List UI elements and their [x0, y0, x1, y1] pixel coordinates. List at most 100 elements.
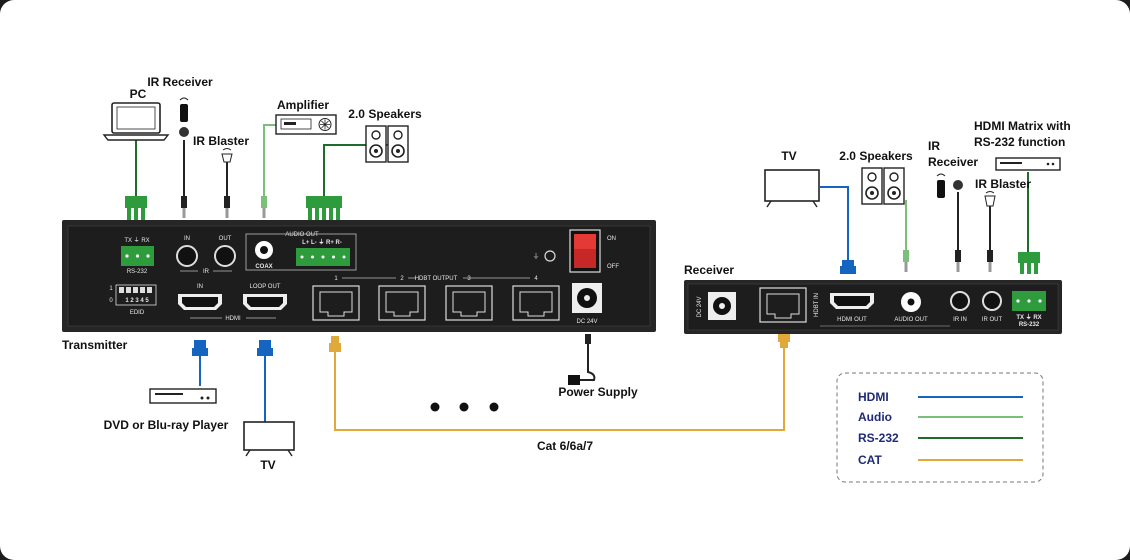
tx-port-1-label: 1 [334, 276, 338, 282]
tx-hdmi-group-label: HDMI [225, 316, 241, 322]
tx-loop-out-label: LOOP OUT [250, 284, 281, 290]
cables [135, 124, 1029, 431]
tx-rs232-label: RS-232 [127, 269, 148, 275]
ir-receiver-label-tx: IR Receiver [147, 75, 213, 89]
legend-item-cat: CAT [858, 453, 1023, 467]
receiver-label: Receiver [684, 263, 734, 277]
rx-ir-out-label: IR OUT [982, 317, 1003, 323]
cat-plug-tx [329, 336, 341, 352]
legend-item-audio: Audio [858, 410, 1023, 424]
legend-label: CAT [858, 453, 882, 467]
receiver-panel: DC 24V HDBT IN HDMI OUT AUDIO OUT IR IN … [684, 280, 1062, 334]
tx-hdbt-port-2[interactable] [378, 285, 426, 321]
cat-plug-rx [778, 334, 790, 348]
tx-ir-in-port[interactable] [176, 245, 198, 267]
dvd-player-icon [149, 388, 217, 404]
tx-ir-group-label: IR [203, 269, 210, 275]
hdmi-plug-tv-tx [257, 340, 273, 356]
cable-type-label: Cat 6/6a/7 [537, 439, 593, 453]
tx-coax-label: COAX [255, 264, 272, 270]
rx-audio-out-label: AUDIO OUT [894, 317, 928, 323]
rx-rs232-pins-label: TX ⏚ RX [1016, 314, 1041, 321]
tx-ir-out-port[interactable] [214, 245, 236, 267]
ir-receiver-plug-tx [181, 196, 187, 218]
rx-hdbt-in-label: HDBT IN [814, 293, 820, 317]
legend-label: RS-232 [858, 431, 899, 445]
rx-ir-in-label: IR IN [953, 317, 967, 323]
speakers-label-tx: 2.0 Speakers [348, 107, 422, 121]
audio-plug-speakers-rx [903, 250, 909, 272]
legend-label: HDMI [858, 390, 889, 404]
ir-blaster-plug-tx [224, 196, 230, 218]
tx-dc-label: DC 24V [576, 319, 597, 325]
tx-audio-terminal[interactable] [296, 248, 350, 266]
tx-port-4-label: 4 [534, 276, 538, 282]
tv-icon-rx [764, 169, 820, 208]
tx-audio-pins-label: L+ L- ⏚ R+ R- [302, 239, 342, 246]
ir-receiver-icon-tx [179, 97, 189, 137]
tx-edid-switch[interactable] [115, 284, 157, 306]
rs232-plug-rx [1018, 252, 1040, 274]
tx-hdmi-in-label: IN [197, 284, 203, 290]
dvd-label: DVD or Blu-ray Player [104, 418, 229, 432]
tx-hdbt-port-4[interactable] [512, 285, 560, 321]
transmitter-panel: TX ⏚ RX RS-232 IN OUT IR AUDIO OUT COAX … [62, 220, 656, 332]
ir-plug-blaster-rx [987, 250, 993, 272]
amplifier-label: Amplifier [277, 98, 329, 112]
tv-icon-tx [243, 421, 295, 457]
hdmi-cable-tv-rx [820, 186, 849, 260]
legend-item-rs232: RS-232 [858, 431, 1023, 445]
tx-ir-out-label: OUT [219, 236, 232, 242]
ir-blaster-icon-tx [221, 148, 233, 163]
ir-receiver-label-rx-line1: IR [928, 139, 940, 153]
hdmi-plug-tv-rx [840, 260, 856, 274]
ir-receiver-label-rx-line2: Receiver [928, 155, 978, 169]
rx-ir-in-port[interactable] [950, 291, 970, 311]
pc-label: PC [130, 87, 147, 101]
tx-switch-off-label: OFF [607, 264, 619, 270]
rx-ir-out-port[interactable] [982, 291, 1002, 311]
tx-rs232-pins-label: TX ⏚ RX [124, 237, 149, 244]
audio-cable-amplifier [263, 124, 276, 196]
legend-label: Audio [858, 410, 892, 424]
power-adapter-icon [568, 375, 580, 385]
legend-item-hdmi: HDMI [858, 390, 1023, 404]
rx-rs232-port[interactable] [1012, 291, 1046, 311]
tv-label-tx: TV [260, 458, 275, 472]
hdmi-plug-dvd [192, 340, 208, 356]
audio-plug-amplifier [261, 196, 267, 218]
tx-hdbt-port-1[interactable] [312, 285, 360, 321]
tx-edid-label: EDID [130, 310, 145, 316]
cat-cable [334, 346, 785, 431]
ir-blaster-label-tx: IR Blaster [193, 134, 249, 148]
ir-blaster-icon-rx [984, 191, 996, 207]
speaker-plug-tx [306, 196, 342, 220]
matrix-label-line1: HDMI Matrix with [974, 119, 1071, 133]
rx-rs232-label: RS-232 [1019, 322, 1040, 328]
tx-power-switch[interactable] [569, 229, 601, 273]
tx-hdmi-in-port[interactable] [178, 294, 222, 310]
speakers-label-rx: 2.0 Speakers [839, 149, 913, 163]
tx-dc-port[interactable] [572, 283, 602, 313]
speakers-icon-rx [861, 167, 905, 205]
transmitter-label: Transmitter [62, 338, 128, 352]
tx-ir-in-label: IN [184, 236, 190, 242]
rx-dc-port[interactable] [708, 292, 736, 320]
rx-dc-label: DC 24V [697, 296, 703, 317]
tx-audio-out-label: AUDIO OUT [285, 232, 319, 238]
tx-hdmi-loop-out-port[interactable] [243, 294, 287, 310]
tx-ground-symbol: ⏚ [533, 252, 540, 260]
ir-receiver-icon-rx [936, 173, 963, 198]
tx-hdbt-port-3[interactable] [445, 285, 493, 321]
hdmi-matrix-icon [995, 157, 1061, 171]
speakers-icon-tx [365, 125, 409, 163]
tx-port-2-label: 2 [400, 276, 404, 282]
more-receivers-dots [430, 402, 499, 412]
ir-blaster-label-rx: IR Blaster [975, 177, 1031, 191]
rx-hdmi-out-port[interactable] [830, 293, 874, 309]
tx-rs232-port[interactable] [121, 246, 154, 266]
power-supply-label: Power Supply [558, 385, 638, 399]
rx-hdbt-in-port[interactable] [759, 287, 807, 323]
